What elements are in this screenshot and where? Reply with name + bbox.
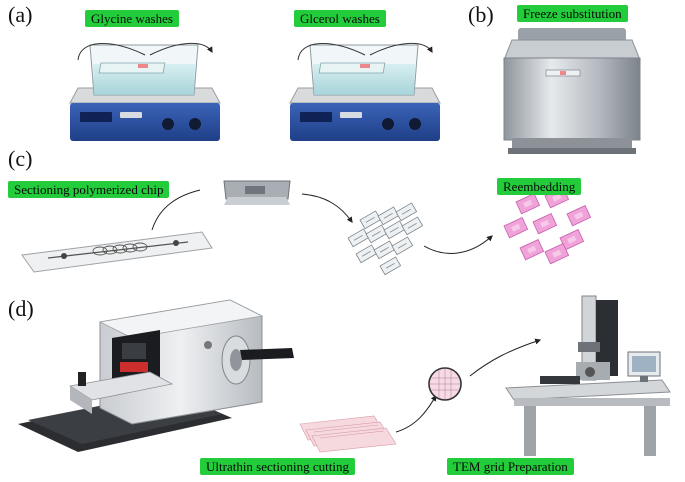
microfluidic-chip bbox=[21, 189, 213, 273]
label-freeze-substitution: Freeze substitution bbox=[517, 5, 628, 22]
cut-sections bbox=[347, 202, 424, 276]
reembedded-blocks bbox=[503, 187, 592, 265]
arrow-ribbon-to-grid bbox=[395, 395, 437, 433]
label-tem-grid-preparation: TEM grid Preparation bbox=[447, 458, 574, 475]
tem-microscope bbox=[505, 295, 671, 456]
arrow-blade-to-sections bbox=[301, 193, 353, 223]
label-sectioning-polymerized-chip: Sectioning polymerized chip bbox=[8, 181, 170, 198]
arrow-sections-to-reembed bbox=[423, 235, 493, 254]
stirrer-glycine bbox=[69, 42, 221, 141]
tem-grid bbox=[428, 367, 462, 401]
panel-label-a: (a) bbox=[8, 2, 33, 27]
label-reembedding: Reembedding bbox=[497, 178, 582, 195]
ultramicrotome bbox=[18, 299, 294, 452]
label-glycine-washes: Glycine washes bbox=[85, 10, 179, 27]
razor-blade bbox=[223, 180, 291, 205]
section-ribbon bbox=[299, 415, 397, 453]
panel-label-c: (c) bbox=[8, 146, 33, 171]
stirrer-glycerol bbox=[289, 42, 441, 141]
panel-label-b: (b) bbox=[468, 2, 494, 27]
label-glycerol-washes: Glcerol washes bbox=[294, 10, 386, 27]
panel-label-d: (d) bbox=[8, 296, 34, 321]
freeze-substitution-unit bbox=[503, 28, 641, 154]
label-ultrathin-sectioning: Ultrathin sectioning cutting bbox=[200, 458, 355, 475]
arrow-grid-to-tem bbox=[469, 338, 542, 377]
